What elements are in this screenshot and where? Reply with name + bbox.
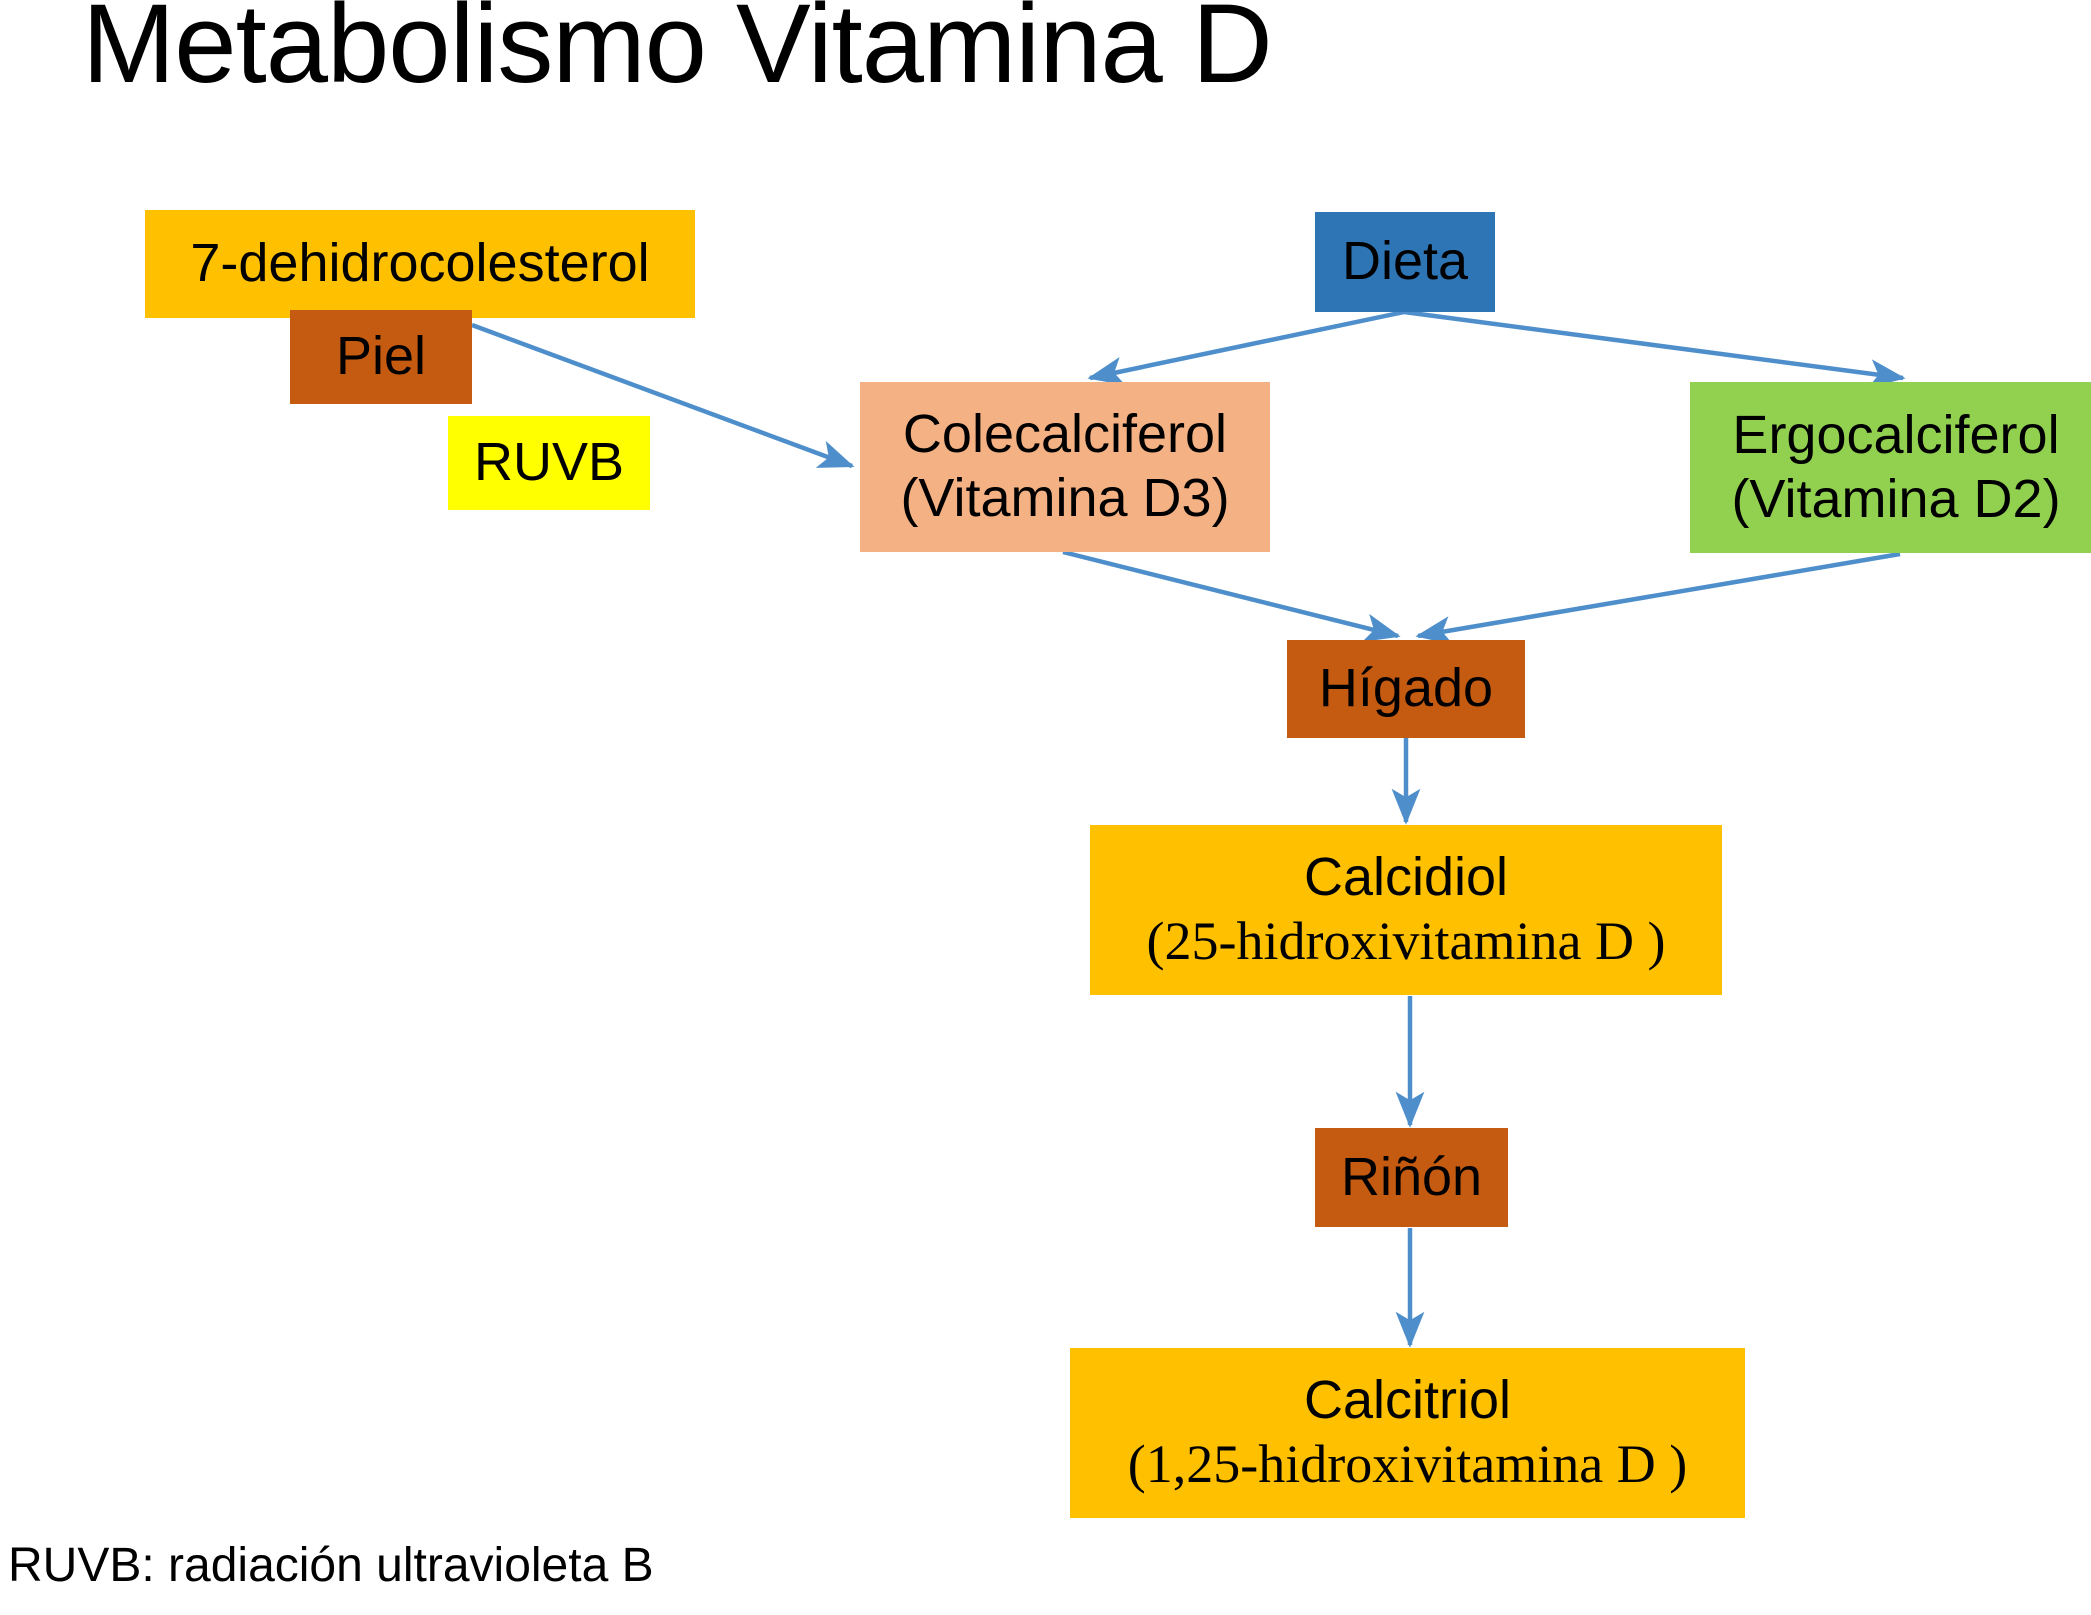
edge-diet-to-cholecalciferol xyxy=(1087,309,1405,386)
node-label-line2: (Vitamina D3) xyxy=(900,468,1230,528)
edge-ergocalciferol-to-liver xyxy=(1415,551,1901,645)
node-label-line2: (1,25-hidroxivitamina D ) xyxy=(1127,1434,1688,1494)
node-label: Hígado xyxy=(1318,658,1494,719)
node-label: Dieta xyxy=(1341,231,1469,292)
node-dieta[interactable]: Dieta xyxy=(1315,212,1495,312)
node-rinon[interactable]: Riñón xyxy=(1315,1128,1508,1227)
node-7-dehidrocolesterol[interactable]: 7-dehidrocolesterol xyxy=(145,210,695,318)
node-label: Piel xyxy=(335,326,427,387)
node-calcidiol[interactable]: Calcidiol (25-hidroxivitamina D ) xyxy=(1090,825,1722,995)
edge-cholecalciferol-to-liver xyxy=(1062,549,1401,642)
edge-diet-to-ergocalciferol xyxy=(1403,309,1906,388)
node-label-line1: Calcitriol xyxy=(1303,1370,1512,1431)
node-piel[interactable]: Piel xyxy=(290,310,472,404)
node-label-line1: Calcidiol xyxy=(1303,847,1509,908)
node-label: 7-dehidrocolesterol xyxy=(190,233,650,294)
node-ergocalciferol[interactable]: Ergocalciferol (Vitamina D2) xyxy=(1690,382,2091,553)
node-label: RUVB xyxy=(473,432,625,493)
node-colecalciferol[interactable]: Colecalciferol (Vitamina D3) xyxy=(860,382,1270,552)
node-label-line1: Ergocalciferol xyxy=(1732,404,2060,465)
page-title: Metabolismo Vitamina D xyxy=(82,0,1273,106)
node-label-line2: (25-hidroxivitamina D ) xyxy=(1146,911,1666,971)
node-higado[interactable]: Hígado xyxy=(1287,640,1525,738)
node-ruvb[interactable]: RUVB xyxy=(448,416,650,510)
footnote-ruvb-legend: RUVB: radiación ultravioleta B xyxy=(8,1539,654,1592)
node-label-line1: Colecalciferol xyxy=(902,404,1228,465)
node-label: Riñón xyxy=(1340,1146,1483,1207)
node-calcitriol[interactable]: Calcitriol (1,25-hidroxivitamina D ) xyxy=(1070,1348,1745,1518)
node-label-line2: (Vitamina D2) xyxy=(1731,468,2061,529)
